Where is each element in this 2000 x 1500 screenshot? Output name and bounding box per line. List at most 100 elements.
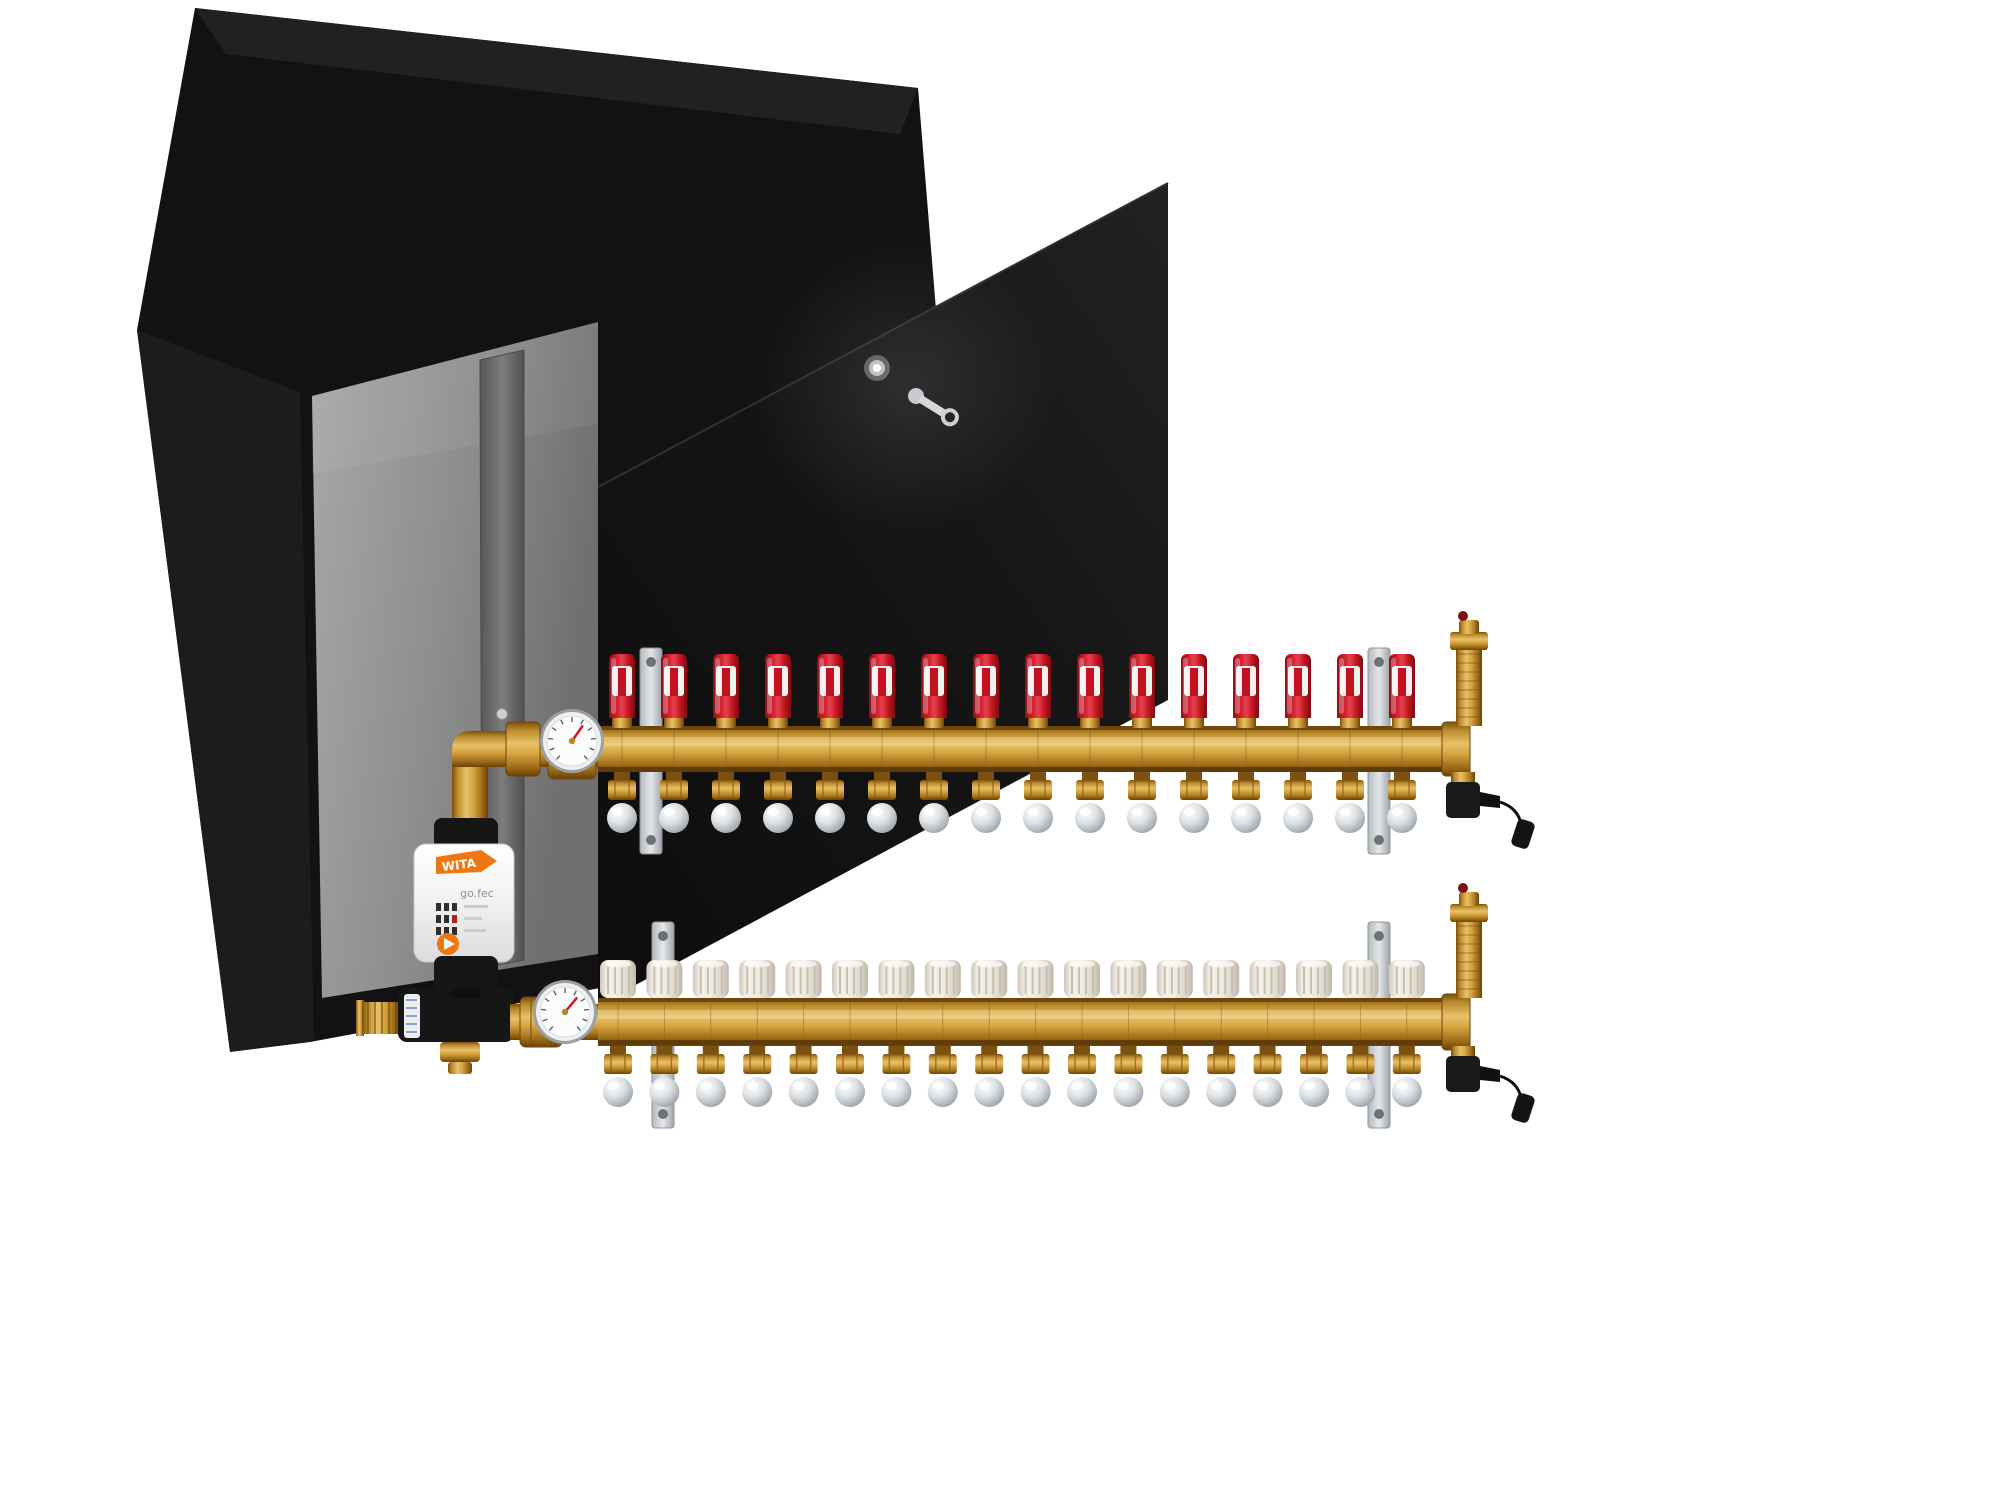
- flow-meter: [609, 654, 635, 728]
- module-bottom-cap: [434, 956, 498, 990]
- cabinet-back-box: [137, 8, 936, 1052]
- return-valve-cap: [1110, 960, 1147, 998]
- outlet-chrome-cap: [971, 772, 1001, 833]
- outlet-chrome-cap: [763, 772, 793, 833]
- flow-meter: [1285, 654, 1311, 728]
- outlet-chrome-cap: [1345, 1046, 1376, 1107]
- bar-bottom-edge: [598, 767, 1442, 772]
- outlet-chrome-cap: [927, 1046, 958, 1107]
- bar-specular: [598, 737, 1442, 746]
- outlet-chrome-cap: [1387, 772, 1417, 833]
- return-valve-cap: [739, 960, 776, 998]
- return-valve-cap: [971, 960, 1008, 998]
- return-valve-caps: [600, 960, 1425, 998]
- return-valve-cap: [924, 960, 961, 998]
- return-bar-joints: [617, 1002, 1408, 1041]
- outlet-chrome-cap: [1283, 772, 1313, 833]
- outlet-chrome-cap: [881, 1046, 912, 1107]
- valve-lower-hex: [440, 1042, 480, 1062]
- rail-screw: [496, 708, 508, 720]
- play-icon: [444, 938, 455, 950]
- outlet-chrome-cap: [974, 1046, 1005, 1107]
- outlet-chrome-cap: [835, 1046, 865, 1107]
- flow-meter: [765, 654, 791, 728]
- supply-end-fittings: [1446, 611, 1535, 849]
- flow-meter: [1181, 654, 1207, 728]
- supply-flow-meters: [609, 654, 1415, 728]
- return-valve-cap: [600, 960, 636, 998]
- bar-specular: [598, 1010, 1442, 1019]
- air-vent: [1450, 611, 1488, 726]
- drain-cap: [1511, 819, 1535, 849]
- return-connection-assembly: [356, 988, 600, 1074]
- thermometer-gauges: [533, 709, 604, 1044]
- flow-meter: [1025, 654, 1051, 728]
- outlet-chrome-cap: [1179, 772, 1209, 833]
- supply-union-nut-small: [505, 721, 541, 777]
- cabinet-interior-sheen: [312, 322, 598, 474]
- return-valve-cap: [832, 960, 868, 998]
- door-lock-key: [908, 388, 959, 427]
- bar-bottom-edge: [598, 1040, 1442, 1045]
- return-valve-cap: [1017, 960, 1054, 998]
- cabinet-left-face: [137, 330, 314, 1052]
- outlet-chrome-cap: [1020, 1046, 1051, 1107]
- drain-cap: [1511, 1093, 1535, 1123]
- valve-lower-stub: [448, 1062, 472, 1074]
- outlet-chrome-cap: [695, 1046, 726, 1107]
- return-end-fittings: [1446, 883, 1535, 1123]
- return-valve-cap: [1203, 960, 1240, 998]
- supply-end-fitting: [1441, 721, 1471, 777]
- module-display: [436, 903, 488, 935]
- wita-logo-arrow: [436, 850, 497, 874]
- return-valve-cap: [646, 960, 683, 998]
- outlet-chrome-cap: [1113, 1046, 1144, 1107]
- return-valve-cap: [785, 960, 822, 998]
- return-outlets: [603, 1046, 1422, 1107]
- outlet-chrome-cap: [815, 772, 845, 833]
- outlet-chrome-cap: [1159, 1046, 1190, 1107]
- outlet-chrome-cap: [1206, 1046, 1237, 1107]
- outlet-chrome-cap: [1299, 1046, 1329, 1107]
- flow-meter: [869, 654, 895, 728]
- outlet-chrome-cap: [1023, 772, 1053, 833]
- thermometer-gauge: [540, 709, 604, 773]
- outlet-chrome-cap: [867, 772, 897, 833]
- outlet-chrome-cap: [742, 1046, 773, 1107]
- supply-bar: [598, 726, 1442, 772]
- flow-meter: [1077, 654, 1103, 728]
- supply-outlets: [607, 772, 1417, 833]
- flow-meter: [713, 654, 739, 728]
- wita-model-text: go.fec: [460, 887, 494, 900]
- nipple-threads: [367, 1002, 397, 1034]
- door-highlight-dot: [864, 355, 890, 381]
- flow-meter: [661, 654, 687, 728]
- flow-meter: [1337, 654, 1363, 728]
- door-sheen: [755, 235, 1055, 535]
- flow-meter: [817, 654, 843, 728]
- wita-logo-text: WITA: [441, 856, 477, 874]
- return-bar: [598, 998, 1442, 1046]
- wita-flow-module: WITA go.fec: [413, 818, 515, 998]
- air-vent: [1450, 883, 1488, 998]
- return-valve-cap: [1388, 960, 1425, 998]
- outlet-chrome-cap: [711, 772, 741, 833]
- flow-meter: [1389, 654, 1415, 728]
- return-valve-cap: [1156, 960, 1193, 998]
- flow-meter: [921, 654, 947, 728]
- return-manifold: [598, 993, 1471, 1051]
- thermometer-gauge: [533, 980, 597, 1044]
- bar-top-edge: [598, 998, 1442, 1002]
- drain-valve: [1446, 772, 1535, 849]
- outlet-chrome-cap: [788, 1046, 819, 1107]
- outlet-chrome-cap: [1067, 1046, 1097, 1107]
- flow-meter: [1129, 654, 1155, 728]
- return-valve-cap: [1342, 960, 1379, 998]
- cabinet-door: [597, 182, 1169, 1005]
- drain-valve: [1446, 1046, 1535, 1123]
- flow-meter: [1233, 654, 1259, 728]
- outlet-chrome-cap: [1391, 1046, 1422, 1107]
- supply-manifold: [598, 721, 1471, 777]
- outlet-chrome-cap: [1231, 772, 1261, 833]
